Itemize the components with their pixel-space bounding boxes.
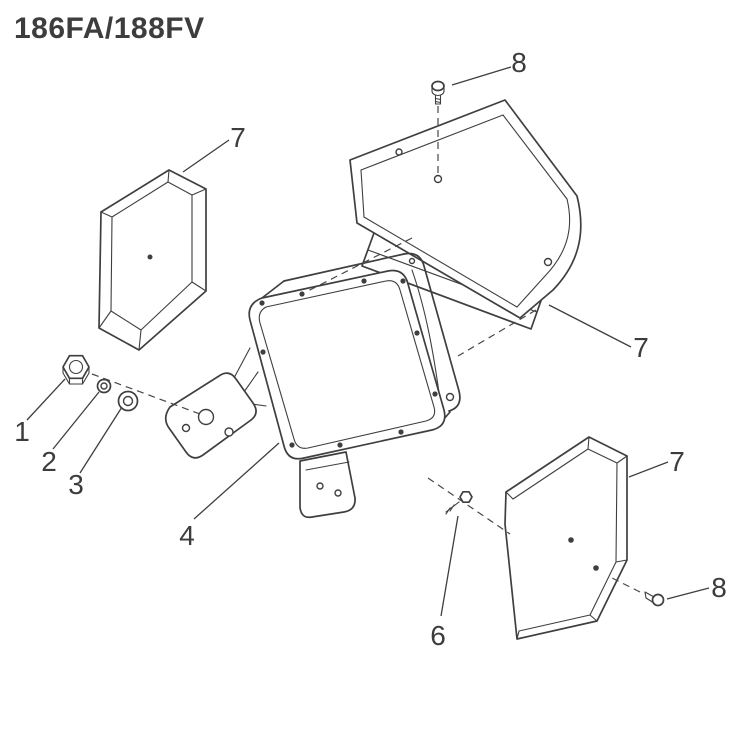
rear-screw	[644, 591, 665, 607]
mounting-flange	[164, 347, 267, 459]
muffler-body	[164, 252, 461, 519]
leader-lines	[26, 66, 710, 617]
rear-end-cover	[504, 436, 628, 640]
part-label-3-washer: 3	[68, 469, 84, 500]
muffler-seam-screws	[259, 278, 438, 448]
part-label-7-rear: 7	[669, 446, 685, 477]
part-label-6-bolt: 6	[430, 620, 446, 651]
part-label-2-washer: 2	[41, 446, 57, 477]
part-label-8-top: 8	[511, 47, 527, 78]
part-label-1-nut: 1	[14, 416, 30, 447]
page-title: 186FA/188FV	[14, 12, 205, 45]
heat-shield-cover	[349, 99, 582, 319]
top-screw	[431, 80, 445, 105]
part-label-8-rear: 8	[711, 572, 727, 603]
bottom-tab-bracket	[299, 451, 356, 519]
flange-bolt	[445, 490, 473, 515]
part-labels: 8 7 7 1 2 3 4 6 7 8	[14, 47, 727, 651]
part-label-7-left: 7	[230, 122, 246, 153]
assembly-centerlines	[91, 106, 641, 593]
hex-nut	[62, 354, 90, 385]
part-label-4-muffler: 4	[179, 520, 195, 551]
part-label-7-shield: 7	[633, 332, 649, 363]
flat-washer	[117, 390, 139, 412]
lock-washer	[96, 378, 112, 394]
left-end-cover	[98, 169, 207, 351]
